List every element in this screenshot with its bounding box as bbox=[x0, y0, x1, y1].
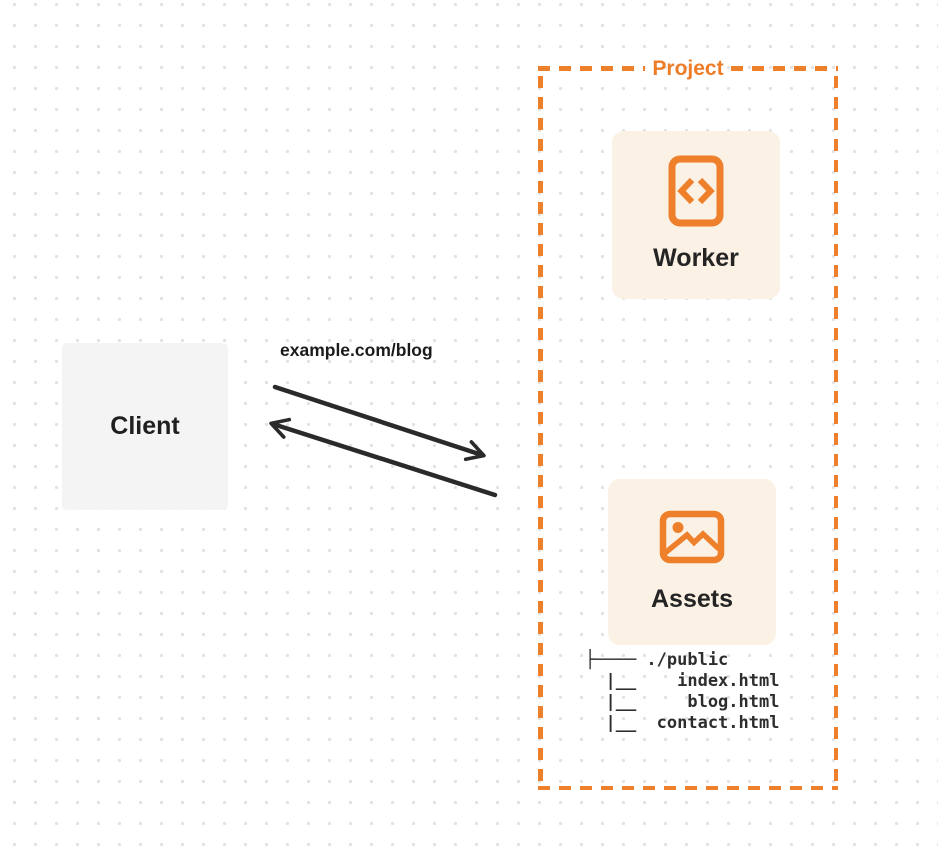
image-icon bbox=[659, 510, 725, 564]
request-arrow-line bbox=[272, 384, 486, 462]
assets-node-label: Assets bbox=[651, 585, 733, 613]
response-arrow-line bbox=[269, 417, 498, 498]
assets-node: Assets bbox=[608, 479, 776, 645]
request-response-arrows bbox=[269, 384, 498, 498]
dashed-border-bottom bbox=[538, 785, 838, 790]
project-group-top-border: Project bbox=[538, 55, 839, 82]
assets-file-tree: ├──── ./public |__ index.html |__ blog.h… bbox=[585, 650, 780, 733]
worker-node: Worker bbox=[612, 131, 780, 299]
dashed-border-left bbox=[538, 76, 543, 788]
dashed-border-right bbox=[833, 76, 838, 788]
dashed-border-top-right bbox=[730, 66, 839, 71]
project-group-label: Project bbox=[652, 57, 724, 80]
project-group: Project Worker Assets ├──── ./public bbox=[538, 57, 839, 790]
client-node-label: Client bbox=[110, 412, 180, 440]
request-url-label: example.com/blog bbox=[280, 340, 433, 360]
dashed-border-top-left bbox=[538, 66, 646, 71]
code-file-icon bbox=[668, 155, 724, 227]
worker-node-label: Worker bbox=[653, 244, 739, 272]
client-node: Client bbox=[62, 343, 228, 510]
